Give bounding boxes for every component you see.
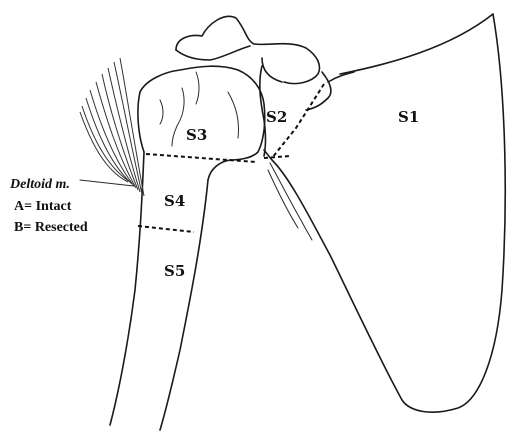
resection-line-s3-s4 (146, 154, 256, 162)
zone-label-s2: S2 (266, 108, 287, 126)
acromion-outline (176, 16, 320, 83)
resection-line-s4-s5 (138, 226, 194, 232)
humeral-head-contour-4 (160, 100, 163, 124)
humeral-head-outline (140, 66, 265, 180)
zone-label-s4: S4 (164, 192, 185, 210)
humeral-shaft-right-edge (160, 180, 208, 430)
scapula-outline (264, 14, 505, 412)
deltoid-muscle-icon (80, 58, 144, 196)
zone-label-s5: S5 (164, 262, 185, 280)
legend-item-resected: B= Resected (14, 220, 88, 235)
humeral-head-contour-1 (196, 72, 199, 104)
zone-label-s1: S1 (398, 108, 419, 126)
legend-title: Deltoid m. (9, 177, 70, 192)
clavicle-end-outline (262, 58, 282, 82)
scapular-spine-line-2 (268, 170, 298, 228)
scapular-spine-line (270, 163, 312, 240)
humeral-head-contour-2 (172, 88, 184, 146)
resection-line-s2-lower (264, 156, 290, 158)
legend-item-intact: A= Intact (14, 199, 72, 214)
acromion-inner-outline (176, 46, 250, 60)
zone-label-s3: S3 (186, 126, 207, 144)
humeral-head-contour-3 (228, 92, 239, 138)
humeral-shaft-left-edge (110, 152, 144, 425)
humeral-head-left-outline (138, 92, 144, 152)
